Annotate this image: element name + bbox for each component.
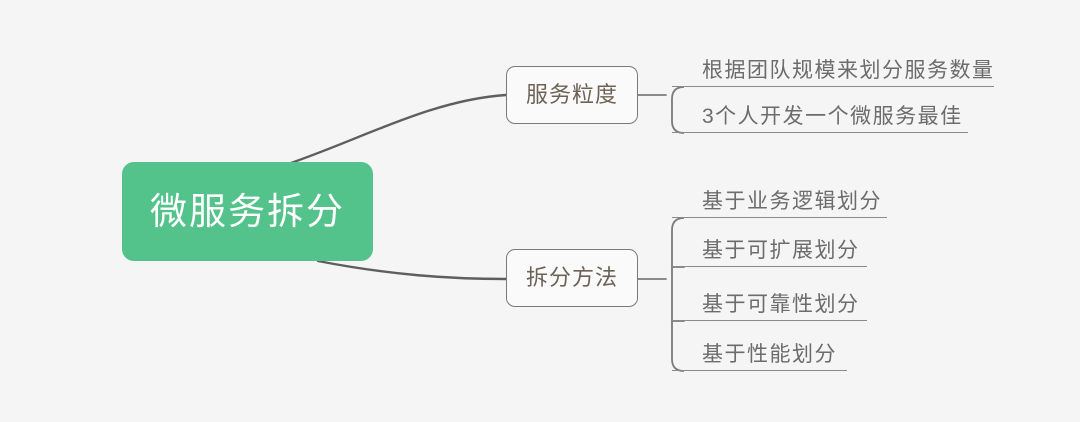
leaf-item-label: 根据团队规模来划分服务数量 [702, 59, 995, 82]
branch-node-label: 拆分方法 [525, 265, 618, 290]
leaf-item[interactable]: 根据团队规模来划分服务数量 [672, 47, 994, 87]
leaf-underline [672, 266, 867, 267]
branch-node-label: 服务粒度 [525, 82, 618, 107]
leaf-underline [672, 86, 994, 87]
leaf-item-label: 基于性能划分 [702, 343, 837, 366]
leaf-item[interactable]: 基于性能划分 [672, 331, 847, 371]
root-node[interactable]: 微服务拆分 [122, 162, 373, 261]
leaf-item-label: 基于业务逻辑划分 [702, 190, 882, 213]
leaf-item-label: 基于可靠性划分 [702, 293, 860, 316]
branch-node-split-method[interactable]: 拆分方法 [506, 249, 638, 307]
leaf-item[interactable]: 3个人开发一个微服务最佳 [672, 93, 968, 133]
leaf-underline [672, 320, 867, 321]
root-node-label: 微服务拆分 [150, 191, 345, 232]
leaf-item[interactable]: 基于可扩展划分 [672, 227, 867, 267]
edge-root-to-branch-1 [316, 259, 508, 281]
bracket-branch-1-spine [671, 217, 685, 372]
leaf-item[interactable]: 基于业务逻辑划分 [672, 178, 887, 218]
edge-root-to-branch-0 [283, 93, 508, 167]
leaf-item[interactable]: 基于可靠性划分 [672, 281, 867, 321]
leaf-underline [672, 132, 968, 133]
bracket-branch-0-spine [671, 86, 685, 134]
branch-node-service-granularity[interactable]: 服务粒度 [506, 66, 638, 124]
leaf-underline [672, 370, 847, 371]
leaf-underline [672, 217, 887, 218]
leaf-item-label: 3个人开发一个微服务最佳 [702, 105, 963, 128]
leaf-item-label: 基于可扩展划分 [702, 239, 860, 262]
